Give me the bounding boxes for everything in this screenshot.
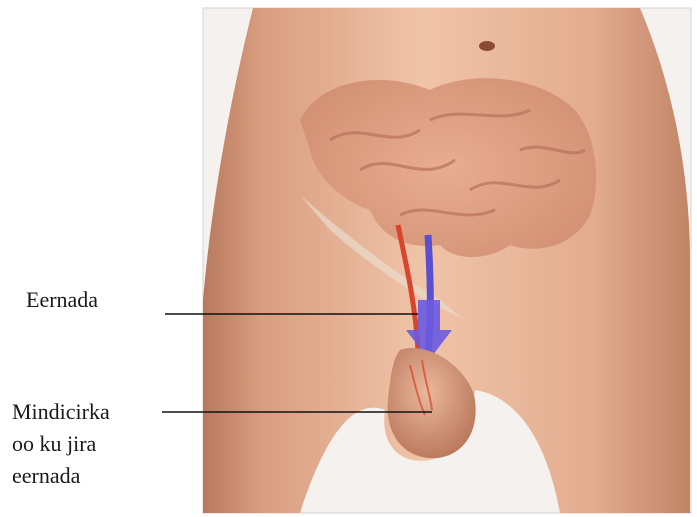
hernia-label: Eernada [26,284,98,316]
scrotum-label-line-1: Mindicirka [12,396,110,428]
navel [479,41,495,51]
scrotum-label-line-2: oo ku jira [12,428,110,460]
scrotum-label: Mindicirka oo ku jira eernada [12,396,110,492]
scrotum-label-line-3: eernada [12,460,110,492]
